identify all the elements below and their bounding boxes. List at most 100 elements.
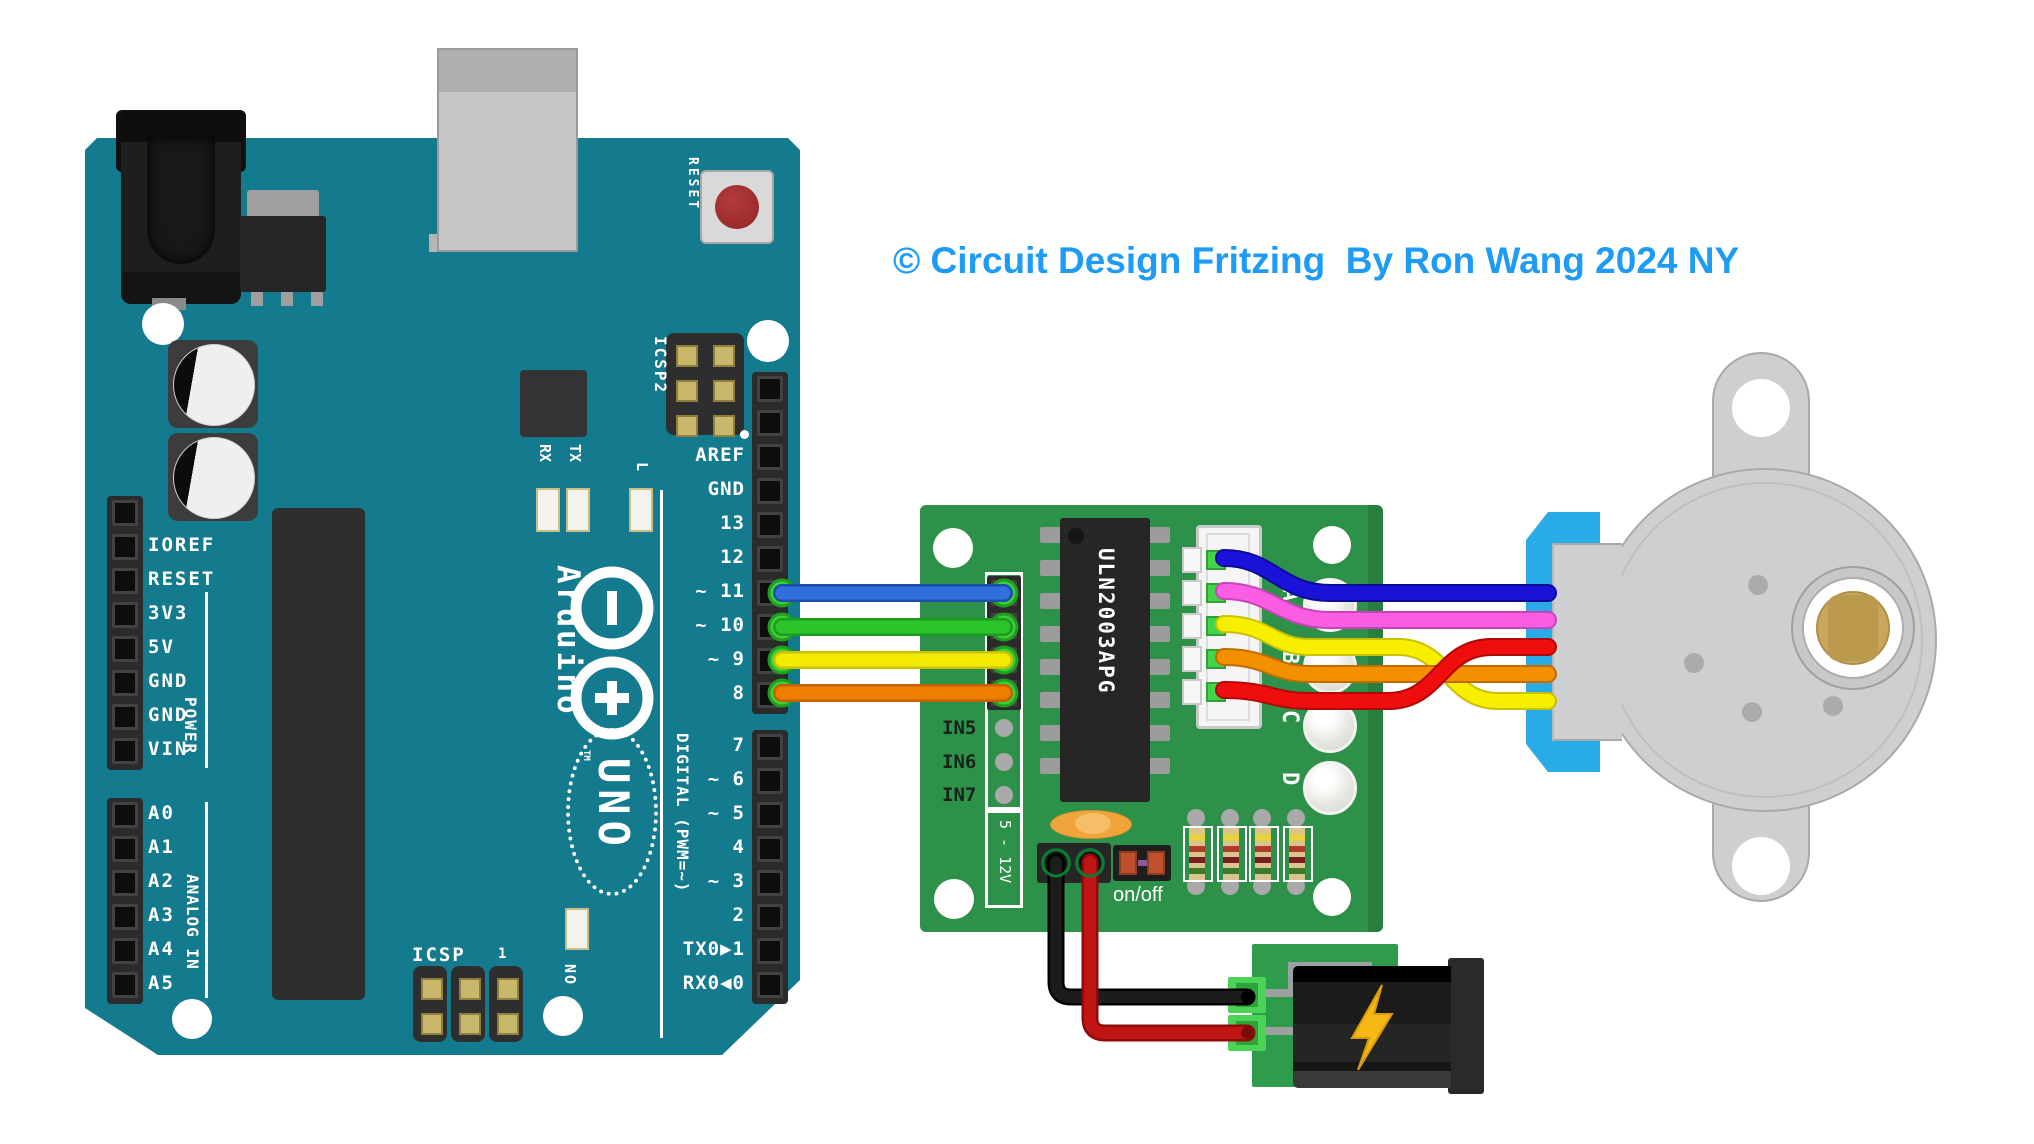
driver-in-header: [987, 576, 1021, 710]
pin-hole: [112, 972, 138, 998]
pin-label: A3: [148, 904, 175, 926]
driver-board-edge: [1368, 505, 1383, 932]
pin-hole: [757, 734, 783, 760]
pin-hole: [112, 568, 138, 594]
resistor: [1183, 826, 1213, 882]
pin-label: 3V3: [148, 602, 189, 624]
pin-hole: [112, 534, 138, 560]
mount-hole: [543, 996, 583, 1036]
pin-label: ~ 3: [707, 870, 745, 892]
ic-pin: [1040, 593, 1062, 609]
ic-pin: [1148, 626, 1170, 642]
ic-pin: [1040, 758, 1062, 774]
pin-hole: [757, 870, 783, 896]
rx-led: [536, 488, 560, 532]
motor-tab-hole: [1732, 837, 1790, 895]
ic-pin: [1148, 593, 1170, 609]
mount-hole: [934, 879, 974, 919]
pin-label: IOREF: [148, 534, 216, 556]
voltage-outline: [985, 810, 1023, 908]
tx-led: [566, 488, 590, 532]
pin-label: GND: [707, 478, 745, 500]
divider: [660, 490, 663, 1038]
ic-pin: [1148, 659, 1170, 675]
dc-jack-cap: [1448, 958, 1484, 1094]
onoff-label: on/off: [1113, 884, 1163, 906]
in-pin-label: IN4: [942, 681, 977, 703]
driver-led-d: [1303, 761, 1357, 815]
l-led: [629, 488, 653, 532]
pin-label: RX0◀0: [682, 972, 745, 994]
ic-pin: [1040, 725, 1062, 741]
driver-led-b: [1303, 640, 1357, 694]
analog-header: [107, 798, 143, 1004]
pin-hole: [757, 512, 783, 538]
in-pin-label: IN3: [942, 648, 977, 670]
divider: [205, 802, 208, 998]
driver-led-a: [1303, 578, 1357, 632]
pin-hole: [757, 938, 783, 964]
pin-hole: [757, 546, 783, 572]
on-led-label: ON: [562, 961, 580, 984]
pin-label: GND: [148, 670, 189, 692]
pin-hole: [757, 768, 783, 794]
pin-label: A4: [148, 938, 175, 960]
mount-hole: [1313, 526, 1351, 564]
driver-capacitor-top: [1075, 813, 1111, 834]
led-label: C: [1277, 710, 1302, 724]
mount-hole: [1313, 878, 1351, 916]
pin-label: 5V: [148, 636, 175, 658]
ic-pin: [1148, 692, 1170, 708]
resistor: [1217, 826, 1247, 882]
pin-hole: [995, 786, 1013, 804]
pin-hole: [112, 802, 138, 828]
pin-label: TX0▶1: [682, 938, 745, 960]
ic-pins-left: [1040, 518, 1062, 802]
ic-label: ULN2003APG: [1094, 548, 1118, 695]
mount-hole: [172, 999, 212, 1039]
pin-hole: [112, 904, 138, 930]
digital-upper-header: [752, 372, 788, 714]
ic-pin: [1040, 659, 1062, 675]
pin-hole: [757, 614, 783, 640]
in-pin-label: IN7: [942, 784, 977, 806]
led-label: B: [1277, 651, 1302, 665]
ic-pin: [1040, 560, 1062, 576]
digital-lower-header: [752, 730, 788, 1004]
reset-button-label: RESET: [685, 157, 700, 212]
in-pin-label: IN5: [942, 717, 977, 739]
pin-label: A0: [148, 802, 175, 824]
pin-hole: [991, 680, 1017, 707]
dc-jack-body: [1293, 966, 1451, 1088]
in-pin-label: IN2: [942, 615, 977, 637]
pin-label: ~ 6: [707, 768, 745, 790]
motor-shaft-flat: [1828, 595, 1878, 661]
pin-hole: [991, 646, 1017, 673]
on-led: [565, 908, 589, 950]
pin-hole: [112, 636, 138, 662]
pin-hole: [757, 836, 783, 862]
pin-hole: [757, 904, 783, 930]
pin-hole: [995, 753, 1013, 771]
ic-pin: [1148, 725, 1170, 741]
icsp-label: ICSP: [412, 944, 466, 966]
ic-pin: [1148, 758, 1170, 774]
pin-hole: [991, 580, 1017, 606]
ic-pins-right: [1148, 518, 1170, 802]
ic-dimple: [1068, 528, 1084, 544]
pin-hole: [757, 682, 783, 708]
ic-pin: [1148, 560, 1170, 576]
ic-pin: [1040, 626, 1062, 642]
pin-label: ~ 10: [695, 614, 745, 636]
led-label: D: [1277, 772, 1302, 786]
resistor: [1249, 826, 1279, 882]
in-pin-label: IN1: [942, 581, 977, 603]
pin-hole: [757, 802, 783, 828]
pin-hole: [112, 670, 138, 696]
power-header: [107, 496, 143, 770]
uln2003-ic: [1060, 518, 1150, 802]
pin-label: RESET: [148, 568, 216, 590]
pin-hole: [757, 376, 783, 402]
pin-label: A1: [148, 836, 175, 858]
